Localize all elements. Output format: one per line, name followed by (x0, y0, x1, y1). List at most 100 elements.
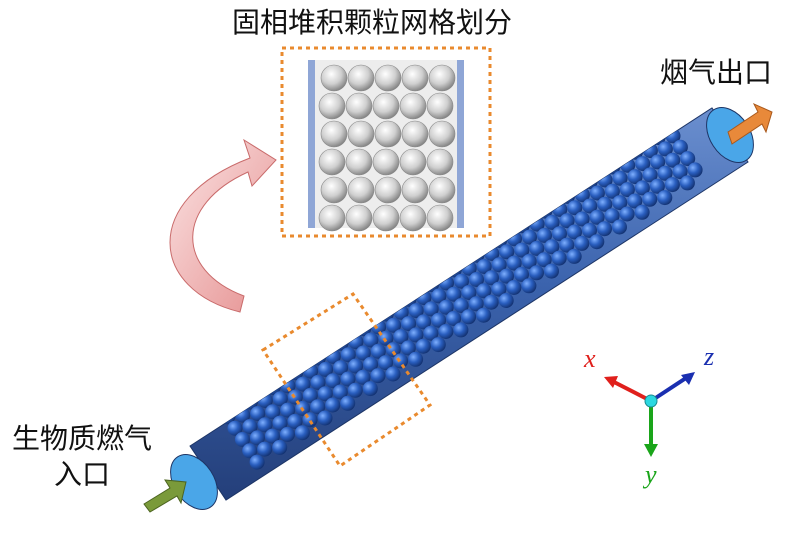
coordinate-axes (604, 372, 695, 457)
particle (634, 204, 650, 220)
particle (310, 399, 326, 415)
particle (649, 178, 665, 194)
particle (370, 368, 386, 384)
mesh-particle (318, 204, 346, 232)
mesh-particle (347, 176, 375, 204)
particle (537, 227, 552, 243)
particle (340, 347, 356, 363)
particle (272, 415, 288, 431)
particle (544, 239, 560, 255)
particle (582, 198, 598, 214)
particle (454, 273, 469, 289)
outlet-arrow (727, 102, 773, 145)
particle (257, 417, 273, 433)
mesh-particle (372, 92, 400, 120)
particle (672, 139, 688, 155)
particle (302, 412, 318, 428)
particle (362, 381, 378, 397)
particle (318, 361, 334, 377)
particle (370, 343, 386, 359)
particle (438, 324, 454, 339)
particle (559, 237, 575, 253)
particle (498, 293, 514, 308)
particle (378, 355, 394, 371)
particle (250, 406, 266, 421)
mesh-particle (374, 176, 402, 204)
particle (446, 311, 462, 326)
particle (468, 296, 484, 312)
particle (340, 395, 356, 411)
particle (279, 426, 295, 442)
particle (287, 413, 303, 429)
particle (499, 268, 514, 284)
particle (589, 209, 605, 225)
particle (242, 419, 258, 434)
particle (551, 250, 567, 266)
particle (536, 252, 552, 268)
particle (604, 208, 620, 224)
particle (423, 301, 439, 317)
particle (612, 195, 628, 211)
particle (249, 430, 265, 446)
particle (619, 206, 635, 222)
particle (665, 152, 681, 168)
particle (242, 443, 258, 459)
particle (476, 307, 492, 323)
particle (574, 211, 590, 227)
mesh-particle (347, 120, 375, 148)
axis-x-label: x (584, 344, 596, 373)
particle (294, 425, 310, 441)
particle (310, 374, 326, 390)
particle (634, 180, 650, 196)
particle (627, 169, 643, 185)
mesh-title: 固相堆积颗粒网格划分 (232, 6, 513, 39)
particle (559, 213, 575, 229)
particle (529, 265, 544, 281)
particle (423, 325, 439, 341)
particle (401, 316, 417, 332)
particle (597, 196, 613, 212)
mesh-particle (426, 92, 454, 120)
particle (544, 263, 559, 279)
particle (295, 376, 311, 392)
particle (431, 312, 447, 328)
mesh-particle (347, 64, 375, 92)
particle (506, 255, 522, 271)
mesh-particle (372, 148, 400, 176)
mesh-particle (401, 176, 429, 204)
inlet-label-line2: 入口 (54, 458, 111, 491)
particle (476, 259, 492, 274)
particle (612, 170, 628, 186)
particle (679, 175, 695, 191)
particle (461, 285, 477, 300)
particle (227, 420, 243, 436)
mesh-particle (318, 148, 346, 176)
particle (604, 183, 620, 199)
particle (272, 391, 288, 407)
particle (522, 229, 537, 245)
particle (264, 428, 280, 444)
mesh-particle (401, 120, 429, 148)
particle (415, 338, 431, 354)
particle (650, 154, 666, 170)
zoom-region-marker (260, 291, 433, 469)
mesh-particle (345, 92, 373, 120)
particle (680, 151, 696, 167)
particle (664, 177, 680, 193)
particle (431, 288, 447, 304)
particle (672, 164, 688, 180)
callout-border (280, 46, 492, 238)
particle (657, 141, 673, 157)
particle (566, 248, 582, 264)
curved-arrow (169, 138, 277, 313)
particle (642, 167, 658, 183)
particle (287, 389, 303, 405)
particle (469, 272, 484, 287)
particle (332, 384, 348, 400)
particle (257, 441, 273, 457)
particle (453, 322, 469, 338)
particle (491, 257, 507, 273)
particle (363, 356, 379, 372)
mesh-particle (345, 204, 373, 232)
